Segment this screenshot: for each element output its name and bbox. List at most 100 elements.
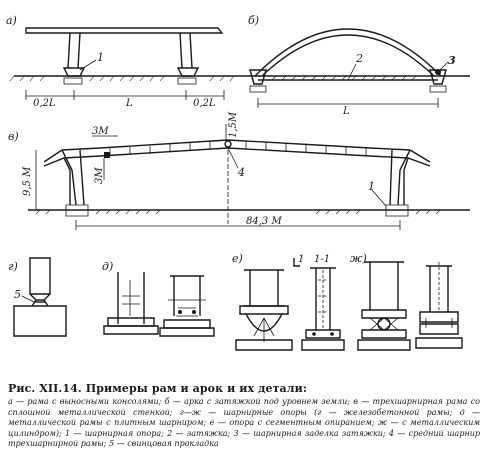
foundation-a-right — [177, 77, 197, 85]
caption-title: Рис. XII.14. Примеры рам и арок и их дет… — [8, 382, 308, 395]
footing-g — [13, 305, 67, 337]
panel-zh: ж) — [350, 252, 463, 351]
panel-d: д) — [102, 260, 215, 337]
foundation-b-left — [249, 85, 267, 93]
cap-plate-zh — [361, 309, 407, 319]
segment-ribs-e — [253, 317, 275, 342]
foundation-d-side — [159, 327, 215, 337]
callout-v1: 1 — [368, 180, 375, 193]
cylinder-seat-zh — [369, 317, 399, 331]
panel-e-label: е) — [232, 252, 243, 265]
callout-g5: 5 — [14, 288, 21, 301]
frame-v-right-bottom-chord — [227, 147, 431, 167]
column-d-front-detail — [122, 280, 140, 316]
base-plate-d-side — [163, 319, 211, 329]
bolt-d-right — [192, 310, 196, 314]
panel-a-label: а) — [6, 14, 17, 27]
frame-v-left-bottom-chord — [43, 147, 229, 167]
base-e-section — [305, 329, 341, 339]
frame-v-joint — [104, 152, 110, 158]
cylinder-zh-side-ends — [425, 318, 453, 328]
column-g — [29, 257, 51, 295]
column-d-side — [170, 275, 204, 316]
dimension-ticks-v — [75, 220, 401, 230]
callout-g5-leader — [21, 295, 35, 303]
dim-span-b: L — [342, 106, 350, 117]
foundation-d-front — [103, 325, 159, 335]
caption-body: а — рама с выносными консолями; б — арка… — [8, 397, 480, 448]
foundation-zh-side — [415, 337, 463, 349]
frame-a-columns — [67, 32, 193, 69]
frame-a-support-right — [176, 67, 200, 77]
dim-95m: 9,5 М — [22, 166, 33, 196]
dim-console-left: 0,2L — [33, 98, 56, 109]
dim-3m-side: 3М — [94, 167, 105, 184]
dim-3m-top: 3М — [92, 126, 109, 137]
base-plate-zh — [361, 329, 407, 339]
callout-v1-leader — [371, 189, 387, 207]
cylinder-zh-side — [419, 323, 459, 335]
section-mark-e — [293, 258, 300, 267]
column-e-section-detail — [318, 270, 328, 330]
foundation-zh-front — [357, 339, 411, 351]
column-e-front — [244, 269, 284, 307]
panel-g-label: г) — [8, 260, 18, 273]
callout-v4: 4 — [237, 166, 245, 179]
panel-b: б) 2 3 L — [236, 14, 470, 117]
bolt-e-right — [330, 332, 334, 336]
frame-v-left-column — [61, 149, 85, 206]
middle-hinge-v — [224, 140, 232, 148]
arch-b-outer — [254, 28, 442, 77]
callout-b3-leader — [439, 61, 449, 71]
support-b-right — [429, 69, 447, 85]
section-mark-label: 1 — [298, 254, 304, 265]
dimension-ticks-a — [25, 90, 225, 100]
column-zh-side — [426, 265, 452, 312]
steel-cylinder-zh — [377, 317, 391, 331]
panel-b-label: б) — [248, 14, 259, 27]
callout-b2-leader — [347, 63, 357, 81]
support-b-left — [249, 69, 267, 85]
frame-v-left-top-chord — [43, 139, 229, 163]
ground-hatch-v — [35, 209, 441, 215]
frame-v-right-top-chord — [227, 139, 431, 163]
arch-b-inner — [261, 34, 435, 77]
callout-a1: 1 — [97, 51, 104, 64]
figure-drawing: а) 1 0,2L L 0,2L б) — [6, 14, 470, 351]
dim-console-right: 0,2L — [193, 98, 216, 109]
foundation-v-left — [65, 204, 89, 217]
figure-caption: Рис. XII.14. Примеры рам и арок и их дет… — [8, 382, 480, 450]
foundation-e-section — [301, 339, 345, 351]
cap-plate-e — [239, 305, 289, 315]
callout-v4-leader — [227, 147, 239, 169]
dim-span-843m: 84,3 М — [246, 216, 282, 227]
frame-v-right-column — [389, 149, 411, 206]
cap-zh-side — [419, 311, 459, 323]
foundation-a-left — [63, 77, 83, 85]
tie-anchor-b — [435, 69, 441, 75]
panel-v: в) 4 1,5М 3М 3М 9,5 М 1 — [8, 111, 470, 230]
dim-15m: 1,5М — [228, 111, 239, 138]
panel-d-label: д) — [102, 260, 113, 273]
hinge-flare-g — [31, 299, 49, 307]
column-e-section — [310, 267, 336, 330]
section-title-11: 1-1 — [314, 254, 330, 265]
foundation-v-right — [385, 204, 409, 217]
column-zh-front — [364, 261, 404, 310]
callout-a1-leader — [79, 59, 97, 71]
column-d-side-detail — [168, 299, 206, 317]
ground-hatch-b — [271, 75, 417, 81]
dim-span-a: L — [125, 98, 133, 109]
panel-g: г) 5 — [8, 257, 67, 337]
bolt-d-left — [178, 310, 182, 314]
base-plate-d-front — [107, 317, 155, 327]
foundation-e-front — [235, 339, 293, 351]
column-d-front — [117, 272, 145, 324]
ground-hatch-a — [9, 75, 235, 82]
panel-e: е) 1 1-1 — [232, 252, 345, 351]
panel-zh-label: ж) — [350, 252, 367, 265]
foundation-b-right — [429, 85, 447, 93]
bolt-e-left — [312, 332, 316, 336]
dimension-ticks-b — [257, 98, 439, 108]
callout-b3: 3 — [448, 54, 456, 67]
